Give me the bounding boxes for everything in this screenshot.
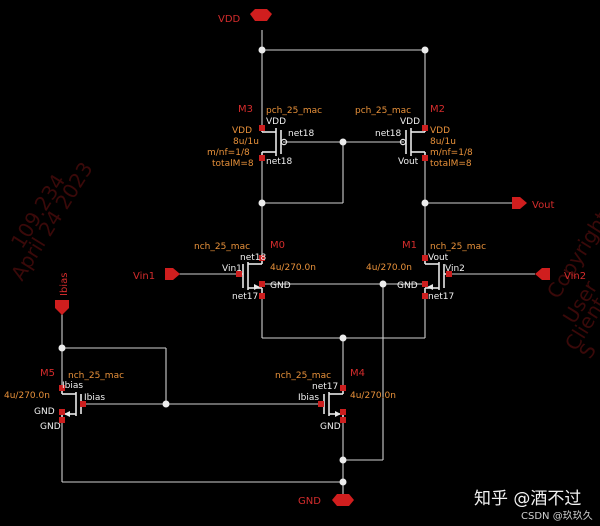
- m2-model: pch_25_mac: [355, 106, 411, 116]
- m0-ref: M0: [270, 240, 285, 251]
- junction-net18: [258, 199, 266, 207]
- m4-size: 4u/270.0n: [350, 391, 396, 401]
- m1-pin-top: Vout: [428, 253, 449, 263]
- junction-vdd-left: [258, 46, 266, 54]
- m3-param4: totalM=8: [212, 159, 254, 169]
- junction-pmos-gate: [339, 138, 347, 146]
- junction-bias-gate: [162, 400, 170, 408]
- junction-vdd-right: [421, 46, 429, 54]
- transistor-m2[interactable]: M2 pch_25_mac VDD net18 Vout VDD 8u/1u m…: [355, 104, 473, 169]
- m1-pin-gate: Vin2: [445, 264, 465, 274]
- m3-gate-bubble-icon: [280, 138, 288, 146]
- vout-label: Vout: [532, 200, 555, 211]
- vin1-port-icon: [165, 268, 180, 280]
- m4-ref: M4: [350, 368, 365, 379]
- m5-pin-body: GND: [34, 407, 55, 417]
- m1-pin-bottom: net17: [428, 292, 454, 302]
- junction-ibias: [58, 344, 66, 352]
- m3-pin-gate: net18: [288, 129, 314, 139]
- junction-gnd: [339, 478, 347, 486]
- m0-pin-body: GND: [270, 281, 291, 291]
- m0-pin-top: net18: [240, 253, 266, 263]
- port-vin1[interactable]: Vin1: [133, 268, 180, 282]
- junction-gnd-body: [339, 456, 347, 464]
- m3-param3: m/nf=1/8: [207, 148, 250, 158]
- junction-body: [379, 280, 387, 288]
- m2-pin-bottom: Vout: [398, 157, 419, 167]
- m0-pin-gate: Vin1: [222, 264, 242, 274]
- m2-pin-top: VDD: [400, 117, 420, 127]
- m3-param1: VDD: [232, 126, 252, 136]
- m1-ref: M1: [402, 240, 417, 251]
- vdd-label: VDD: [218, 14, 241, 25]
- m2-gate-bubble-icon: [399, 138, 407, 146]
- m4-pin-top: net17: [312, 382, 338, 392]
- gnd-port-icon: [332, 494, 354, 506]
- m5-pin-top: Ibias: [62, 381, 83, 391]
- m5-arrow-icon: [64, 411, 70, 417]
- m2-ref: M2: [430, 104, 445, 115]
- m0-size: 4u/270.0n: [270, 263, 316, 273]
- m1-pin-body: GND: [397, 281, 418, 291]
- m1-arrow-icon: [427, 284, 433, 290]
- transistor-m1[interactable]: M1 nch_25_mac Vout Vin2 GND net17 4u/270…: [366, 240, 486, 302]
- m4-arrow-icon: [335, 411, 341, 417]
- m5-model: nch_25_mac: [68, 371, 124, 381]
- m2-param1: VDD: [430, 126, 450, 136]
- m1-model: nch_25_mac: [430, 242, 486, 252]
- m5-size: 4u/270.0n: [4, 391, 50, 401]
- transistor-m5[interactable]: M5 nch_25_mac Ibias Ibias GND GND 4u/270…: [4, 368, 124, 432]
- transistor-m0[interactable]: M0 nch_25_mac net18 Vin1 GND net17 4u/27…: [194, 240, 316, 302]
- junction-net17: [339, 334, 347, 342]
- gnd-label: GND: [298, 496, 321, 507]
- m0-model: nch_25_mac: [194, 242, 250, 252]
- m3-pin-top: VDD: [266, 117, 286, 127]
- m3-model: pch_25_mac: [266, 106, 322, 116]
- port-ibias[interactable]: Ibias: [55, 273, 70, 315]
- m5-pin-gate: Ibias: [84, 393, 105, 403]
- m2-pin-gate: net18: [375, 129, 401, 139]
- m4-model: nch_25_mac: [275, 371, 331, 381]
- m4-pin-bottom: GND: [320, 422, 341, 432]
- junctions: [58, 46, 429, 486]
- transistor-m3[interactable]: M3 pch_25_mac VDD net18 net18 VDD 8u/1u …: [207, 104, 322, 169]
- m4-pin-gate: Ibias: [298, 393, 319, 403]
- m3-pin-bottom: net18: [266, 157, 292, 167]
- m3-param2: 8u/1u: [233, 137, 259, 147]
- m0-pin-bottom: net17: [232, 292, 258, 302]
- vin1-label: Vin1: [133, 271, 155, 282]
- transistor-m4[interactable]: M4 nch_25_mac net17 Ibias GND 4u/270.0n: [275, 368, 396, 432]
- vin2-port-icon: [535, 268, 550, 280]
- m0-arrow-icon: [254, 284, 260, 290]
- footer-brand: 知乎 @酒不过: [474, 489, 581, 509]
- port-vin2[interactable]: Vin2: [535, 268, 586, 282]
- port-gnd[interactable]: GND: [298, 494, 354, 507]
- port-vdd[interactable]: VDD: [218, 9, 272, 25]
- footer-credit: CSDN @玖玖久: [521, 509, 593, 522]
- wires: [61, 30, 535, 495]
- ibias-port-icon: [55, 300, 69, 315]
- m1-size: 4u/270.0n: [366, 263, 412, 273]
- m2-param3: m/nf=1/8: [430, 148, 473, 158]
- port-vout[interactable]: Vout: [512, 197, 555, 211]
- m3-ref: M3: [238, 104, 253, 115]
- vdd-port-icon: [250, 9, 272, 21]
- junction-vout: [421, 199, 429, 207]
- vin2-label: Vin2: [564, 271, 586, 282]
- m2-param2: 8u/1u: [430, 137, 456, 147]
- m5-ref: M5: [40, 368, 55, 379]
- ibias-label: Ibias: [59, 273, 70, 296]
- m2-param4: totalM=8: [430, 159, 472, 169]
- watermark: 109.234 April 24 2023 Copyright User Cli…: [6, 158, 600, 363]
- vout-port-icon: [512, 197, 527, 209]
- m5-pin-bottom: GND: [40, 422, 61, 432]
